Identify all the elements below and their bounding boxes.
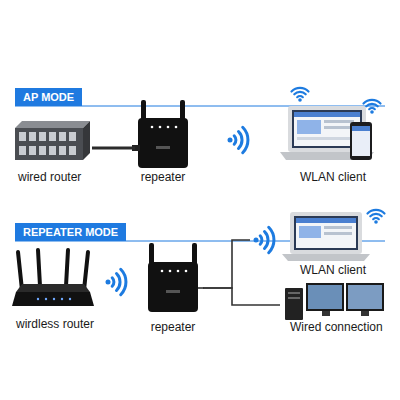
mode-label: AP MODE bbox=[23, 90, 74, 104]
link-line bbox=[203, 288, 280, 305]
device-node: wired router bbox=[12, 118, 92, 184]
laptop-phone-icon bbox=[280, 106, 374, 160]
device-node: WLAN client bbox=[250, 205, 390, 277]
device-label: WLAN client bbox=[300, 170, 390, 184]
device-label: WLAN client bbox=[300, 263, 390, 277]
mode-tab: AP MODE bbox=[15, 88, 82, 106]
device-node: wirdless router bbox=[10, 245, 110, 331]
device-label: wired router bbox=[18, 170, 92, 184]
mode-label: REPEATER MODE bbox=[23, 225, 118, 239]
wifi-icon bbox=[292, 88, 381, 114]
wireless-router-icon bbox=[12, 250, 94, 306]
mode-tab: REPEATER MODE bbox=[15, 223, 126, 241]
wifi-signal bbox=[254, 227, 274, 252]
device-label: repeater bbox=[135, 170, 191, 184]
desktop-pc-icon bbox=[285, 283, 384, 320]
device-node: Wired connection bbox=[280, 280, 395, 334]
device-node: repeater bbox=[143, 248, 203, 334]
device-label: repeater bbox=[143, 320, 203, 334]
repeater-icon bbox=[148, 243, 204, 312]
repeater-icon bbox=[132, 100, 188, 168]
device-label: Wired connection bbox=[290, 320, 395, 334]
cable-connector bbox=[92, 147, 135, 150]
wifi-signal bbox=[106, 269, 126, 294]
wired-router-icon bbox=[15, 121, 90, 160]
device-node: WLAN client bbox=[280, 95, 390, 184]
link-line bbox=[203, 240, 250, 288]
device-node: repeater bbox=[135, 105, 191, 184]
device-label: wirdless router bbox=[16, 317, 110, 331]
laptop-icon bbox=[282, 212, 370, 261]
wifi-icon bbox=[368, 210, 385, 224]
wifi-signal bbox=[228, 127, 248, 152]
